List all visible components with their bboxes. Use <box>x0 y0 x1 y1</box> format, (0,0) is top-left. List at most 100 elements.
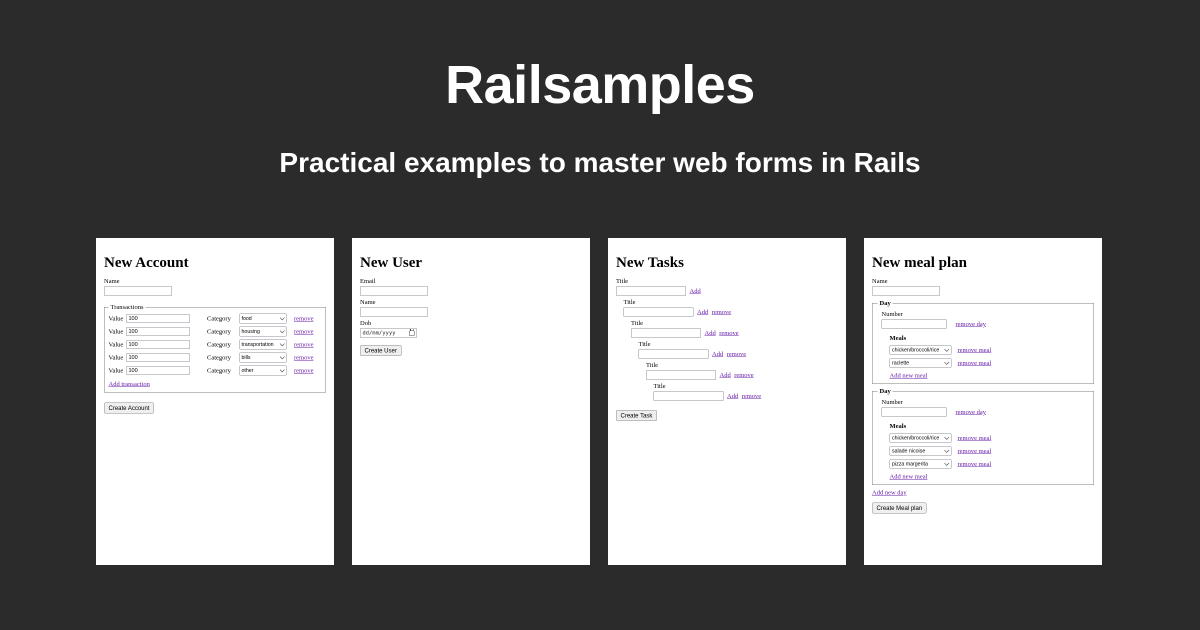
calendar-icon <box>409 328 415 336</box>
transaction-value-input[interactable] <box>126 340 190 349</box>
meal-select[interactable]: chicken/broccoli/rice <box>889 433 952 443</box>
category-label: Category <box>207 314 231 323</box>
chevron-down-icon <box>944 434 950 440</box>
create-account-button[interactable]: Create Account <box>104 402 155 414</box>
add-task-link[interactable]: Add <box>719 371 731 379</box>
add-transaction-link[interactable]: Add transaction <box>108 380 150 388</box>
account-name-label: Name <box>104 277 120 285</box>
task-title-label: Title <box>646 361 659 369</box>
task-title-label: Title <box>653 382 666 390</box>
create-meal-plan-button[interactable]: Create Meal plan <box>872 502 927 514</box>
category-label: Category <box>207 340 231 349</box>
day-fieldset: Day Number remove day Meals chicken/broc… <box>872 387 1094 485</box>
remove-transaction-link[interactable]: remove <box>294 327 314 336</box>
remove-task-link[interactable]: remove <box>711 308 732 316</box>
meal-select[interactable]: salade nicoise <box>889 446 952 456</box>
remove-meal-link[interactable]: remove meal <box>957 359 992 367</box>
transaction-category-select[interactable]: transportation <box>239 339 287 350</box>
add-task-link[interactable]: Add <box>697 308 709 316</box>
cards-row: New Account Name Transactions Value Cate… <box>96 238 1102 565</box>
remove-transaction-link[interactable]: remove <box>294 353 314 362</box>
remove-transaction-link[interactable]: remove <box>294 340 314 349</box>
add-task-link[interactable]: Add <box>727 392 739 400</box>
meals-label: Meals <box>889 422 907 430</box>
task-title-input[interactable] <box>631 328 701 338</box>
add-new-day-link[interactable]: Add new day <box>872 488 907 497</box>
task-level-4: Title Add remove <box>646 361 838 380</box>
category-label: Category <box>207 327 231 336</box>
add-task-link[interactable]: Add <box>712 350 724 358</box>
day-legend: Day <box>879 299 891 307</box>
task-title-input[interactable] <box>646 370 716 380</box>
add-new-meal-link[interactable]: Add new meal <box>889 472 928 481</box>
task-title-input[interactable] <box>623 307 694 317</box>
day-number-input[interactable] <box>881 319 947 329</box>
chevron-down-icon <box>944 447 950 453</box>
meal-select[interactable]: raclette <box>889 358 952 368</box>
remove-transaction-link[interactable]: remove <box>294 314 314 323</box>
remove-task-link[interactable]: remove <box>734 371 754 379</box>
remove-meal-link[interactable]: remove meal <box>957 447 992 455</box>
day-fieldset: Day Number remove day Meals chicken/broc… <box>872 299 1094 384</box>
task-title-label: Title <box>623 298 636 306</box>
tasks-card-title: New Tasks <box>616 254 684 271</box>
add-task-link[interactable]: Add <box>689 287 701 295</box>
chevron-down-icon <box>944 359 950 365</box>
task-level-2: Title Add remove <box>631 319 838 338</box>
account-card-title: New Account <box>104 254 189 271</box>
email-input[interactable] <box>360 286 428 296</box>
card-new-tasks: New Tasks Title Add Title Add remove Tit… <box>608 238 846 565</box>
transaction-category-select[interactable]: bills <box>239 352 287 363</box>
remove-task-link[interactable]: remove <box>726 350 747 358</box>
dob-date-input[interactable]: dd/mm/yyyy <box>360 328 417 338</box>
add-task-link[interactable]: Add <box>704 329 716 337</box>
chevron-down-icon <box>279 341 285 347</box>
remove-meal-link[interactable]: remove meal <box>957 434 992 442</box>
user-name-label: Name <box>360 298 376 306</box>
transactions-fieldset: Transactions Value Category food remove … <box>104 303 326 393</box>
value-label: Value <box>108 327 124 336</box>
account-name-input[interactable] <box>104 286 172 296</box>
create-user-button[interactable]: Create User <box>360 345 402 356</box>
number-label: Number <box>881 310 903 318</box>
email-label: Email <box>360 277 376 285</box>
value-label: Value <box>108 340 124 349</box>
chevron-down-icon <box>279 354 285 360</box>
remove-task-link[interactable]: remove <box>719 329 739 337</box>
task-title-input[interactable] <box>638 349 709 359</box>
transaction-value-input[interactable] <box>126 327 190 336</box>
transaction-value-input[interactable] <box>126 353 190 362</box>
task-title-input[interactable] <box>653 391 724 401</box>
page-title: Railsamples <box>445 55 755 115</box>
chevron-down-icon <box>944 460 950 466</box>
day-number-input[interactable] <box>881 407 947 417</box>
remove-day-link[interactable]: remove day <box>955 320 987 328</box>
add-new-meal-link[interactable]: Add new meal <box>889 371 928 380</box>
task-title-label: Title <box>616 277 629 285</box>
remove-day-link[interactable]: remove day <box>955 408 987 416</box>
transaction-row: Value Category food remove <box>109 312 322 325</box>
page-subtitle: Practical examples to master web forms i… <box>279 147 921 179</box>
remove-meal-link[interactable]: remove meal <box>957 346 992 354</box>
transaction-category-select[interactable]: food <box>239 313 287 324</box>
user-name-input[interactable] <box>360 307 428 317</box>
meal-card-title: New meal plan <box>872 254 967 271</box>
category-label: Category <box>207 366 231 375</box>
meal-select[interactable]: chicken/broccoli/rice <box>889 345 952 355</box>
task-level-3: Title Add remove <box>638 340 839 359</box>
meal-name-input[interactable] <box>872 286 940 296</box>
task-level-1: Title Add remove <box>623 298 839 317</box>
remove-meal-link[interactable]: remove meal <box>957 460 992 468</box>
transaction-value-input[interactable] <box>126 366 190 375</box>
transaction-category-select[interactable]: housing <box>239 326 287 337</box>
meal-select[interactable]: pizza margerita <box>889 459 952 469</box>
transaction-value-input[interactable] <box>126 314 190 323</box>
chevron-down-icon <box>279 328 285 334</box>
create-task-button[interactable]: Create Task <box>616 410 657 421</box>
remove-task-link[interactable]: remove <box>741 392 762 400</box>
remove-transaction-link[interactable]: remove <box>294 366 314 375</box>
task-title-label: Title <box>638 340 651 348</box>
task-title-input[interactable] <box>616 286 686 296</box>
transaction-category-select[interactable]: other <box>239 365 287 376</box>
dob-label: Dob <box>360 319 372 327</box>
